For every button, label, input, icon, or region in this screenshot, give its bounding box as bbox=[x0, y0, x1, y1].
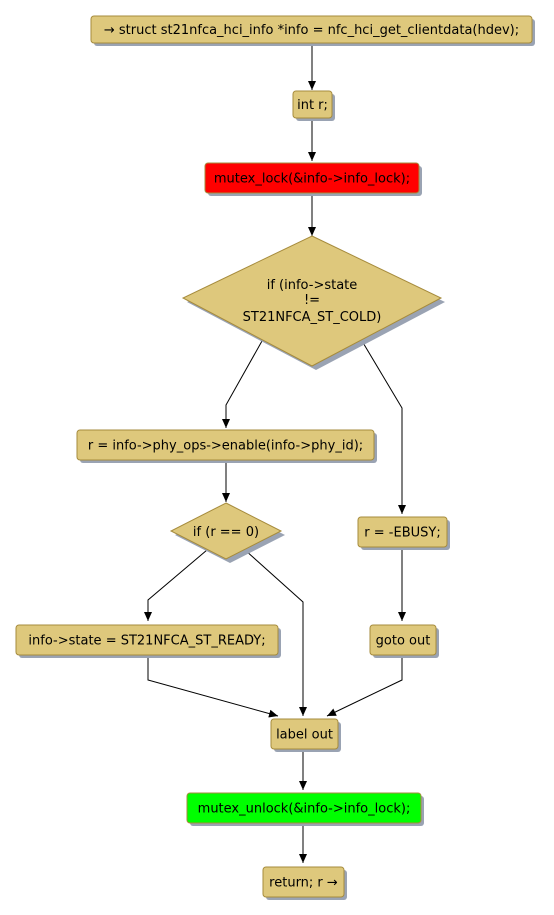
node-cond-state-line-3: ST21NFCA_ST_COLD) bbox=[243, 310, 382, 325]
edge-goto-out-to-label-out bbox=[326, 655, 403, 717]
node-mutex-unlock: mutex_unlock(&info->info_lock); bbox=[186, 792, 424, 826]
node-goto-out: goto out bbox=[369, 624, 439, 658]
node-ebusy-label: r = -EBUSY; bbox=[364, 526, 440, 541]
node-decl-label: int r; bbox=[297, 98, 328, 113]
node-cond-state-line-1: if (info->state bbox=[267, 278, 358, 293]
edge-cond-r-to-label-out bbox=[244, 549, 307, 716]
node-decl: int r; bbox=[292, 90, 335, 121]
node-cond-r: if (r == 0) bbox=[169, 502, 285, 563]
node-enable: r = info->phy_ops->enable(info->phy_id); bbox=[76, 429, 377, 463]
node-cond-r-label: if (r == 0) bbox=[193, 525, 259, 540]
edge-cond-state-to-enable bbox=[222, 340, 263, 428]
node-label-out-label: label out bbox=[276, 728, 333, 743]
edge-set-ready-to-label-out bbox=[147, 655, 279, 718]
node-ebusy: r = -EBUSY; bbox=[357, 516, 450, 550]
node-start-label: → struct st21nfca_hci_info *info = nfc_h… bbox=[104, 23, 519, 38]
edge-cond-r-to-set-ready bbox=[144, 549, 208, 621]
edges bbox=[144, 44, 406, 863]
node-enable-label: r = info->phy_ops->enable(info->phy_id); bbox=[88, 439, 363, 454]
node-return: return; r → bbox=[262, 866, 347, 900]
node-mutex-unlock-label: mutex_unlock(&info->info_lock); bbox=[198, 802, 411, 817]
edge-cond-state-to-ebusy bbox=[361, 340, 406, 514]
node-goto-out-label: goto out bbox=[376, 634, 431, 649]
node-mutex-lock: mutex_lock(&info->info_lock); bbox=[204, 162, 422, 196]
node-set-ready-label: info->state = ST21NFCA_ST_READY; bbox=[28, 634, 265, 649]
node-return-label: return; r → bbox=[269, 876, 338, 891]
node-cond-state-line-2: != bbox=[304, 293, 320, 308]
node-start: → struct st21nfca_hci_info *info = nfc_h… bbox=[90, 15, 535, 46]
node-set-ready: info->state = ST21NFCA_ST_READY; bbox=[15, 624, 281, 658]
node-mutex-lock-label: mutex_lock(&info->info_lock); bbox=[214, 172, 410, 187]
node-cond-state: if (info->state != ST21NFCA_ST_COLD) bbox=[181, 235, 445, 370]
node-label-out: label out bbox=[270, 718, 341, 752]
